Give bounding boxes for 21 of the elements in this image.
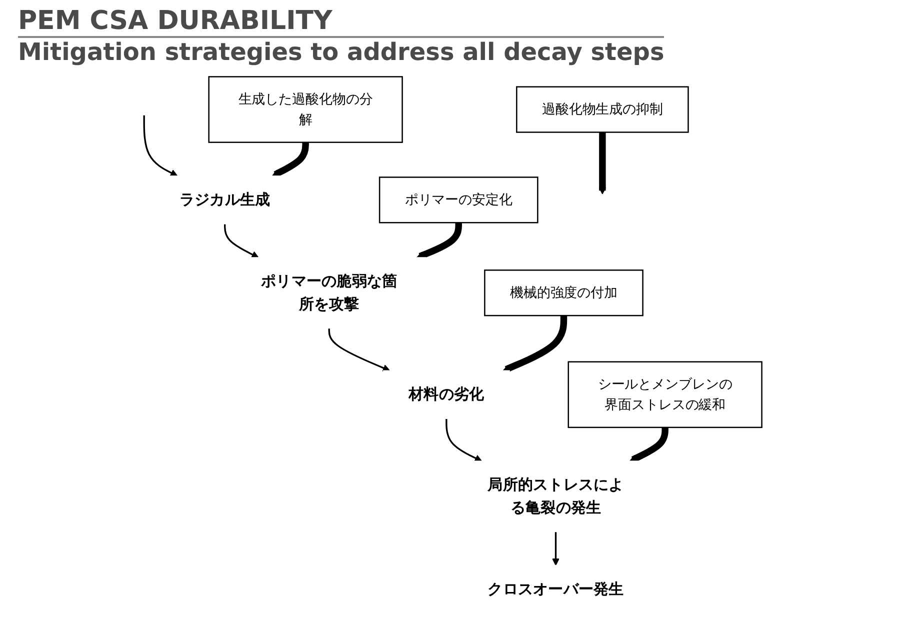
node-text: ポリマーの脆弱な箇所を攻撃 bbox=[260, 272, 397, 314]
node-box: 機械的強度の付加 bbox=[484, 270, 643, 316]
arrow bbox=[445, 418, 482, 462]
arrow bbox=[224, 224, 258, 258]
node-box: 過酸化物生成の抑制 bbox=[516, 86, 688, 133]
node-box: 生成した過酸化物の分解 bbox=[208, 76, 402, 143]
node-text: ラジカル生成 bbox=[178, 191, 270, 209]
arrow bbox=[416, 222, 462, 260]
arrow bbox=[328, 328, 390, 372]
node-box: ポリマーの安定化 bbox=[378, 176, 538, 224]
subtitle: Mitigation strategies to address all decay steps bbox=[18, 36, 664, 66]
node-text: 局所的ストレスによる亀裂の発生 bbox=[487, 476, 624, 517]
arrow bbox=[628, 426, 668, 463]
arrow bbox=[142, 115, 178, 176]
arrow bbox=[598, 132, 606, 194]
node-box: シールとメンブレンの界面ストレスの緩和 bbox=[567, 361, 762, 428]
arrow bbox=[552, 532, 559, 566]
title: PEM CSA DURABILITY bbox=[18, 6, 334, 36]
arrow bbox=[502, 316, 567, 372]
arrow bbox=[271, 142, 308, 178]
node-text: クロスオーバー発生 bbox=[487, 580, 624, 598]
